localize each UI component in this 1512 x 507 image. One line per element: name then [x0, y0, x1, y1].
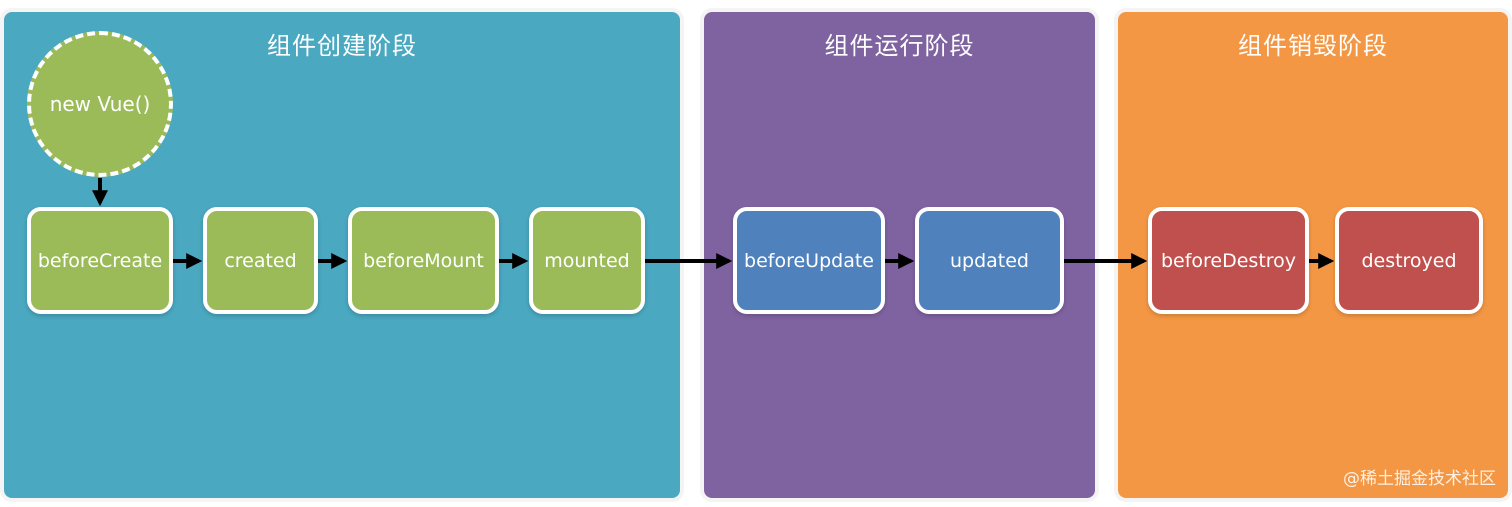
before-mount-label: beforeMount — [363, 249, 484, 272]
before-update-label: beforeUpdate — [744, 249, 874, 272]
watermark: @稀土掘金技术社区 — [1343, 469, 1496, 489]
mounted-node: mounted — [529, 207, 645, 314]
created-node: created — [203, 207, 318, 314]
before-update-node: beforeUpdate — [733, 207, 885, 314]
phase-run-title: 组件运行阶段 — [824, 32, 975, 60]
before-destroy-label: beforeDestroy — [1160, 249, 1297, 272]
created-label: created — [224, 249, 297, 272]
before-create-node: beforeCreate — [27, 207, 173, 314]
before-destroy-node: beforeDestroy — [1148, 207, 1309, 314]
phase-create-title: 组件创建阶段 — [267, 32, 417, 60]
destroyed-node: destroyed — [1335, 207, 1483, 314]
updated-label: updated — [949, 249, 1029, 272]
new-vue-node: new Vue() — [27, 31, 173, 177]
new-vue-label: new Vue() — [49, 92, 151, 116]
updated-node: updated — [915, 207, 1064, 314]
destroyed-label: destroyed — [1361, 249, 1457, 272]
before-mount-node: beforeMount — [348, 207, 499, 314]
before-create-label: beforeCreate — [37, 249, 163, 272]
phase-destroy-title: 组件销毁阶段 — [1238, 32, 1388, 60]
mounted-label: mounted — [544, 249, 630, 272]
